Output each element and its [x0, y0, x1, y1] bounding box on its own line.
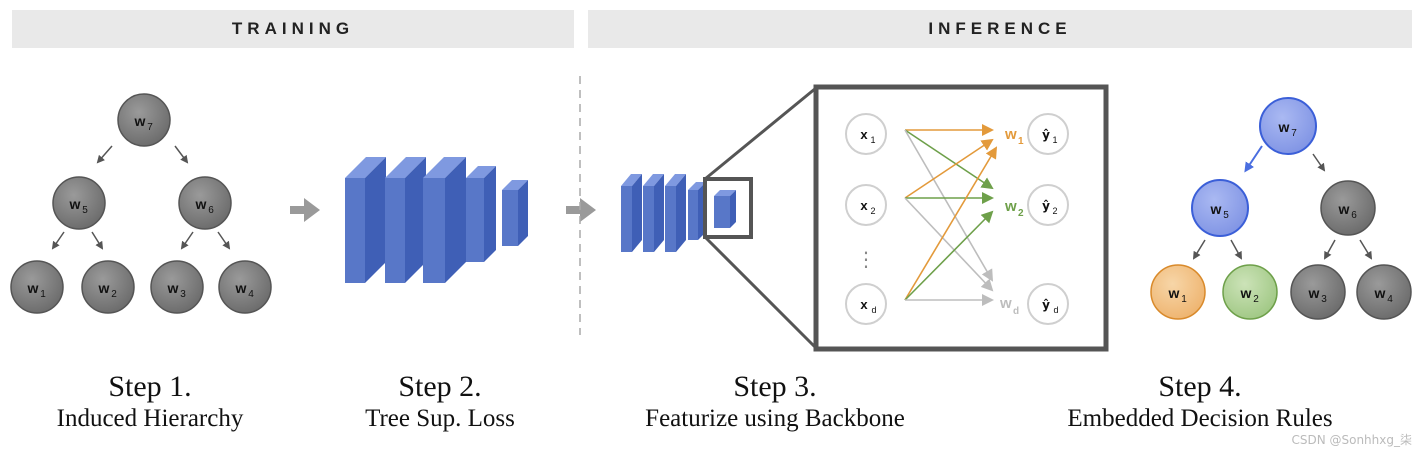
inference-banner: INFERENCE — [588, 10, 1412, 48]
svg-text:6: 6 — [208, 205, 214, 216]
tree-leaf-w4: w 4 — [218, 260, 272, 314]
svg-text:d: d — [871, 305, 876, 315]
step-2-number: Step 2. — [398, 370, 482, 403]
output-node-yd: ŷ d — [1027, 283, 1069, 325]
svg-text:2: 2 — [1253, 294, 1259, 305]
decision-node-w7: w 7 — [1259, 97, 1317, 155]
svg-text:w: w — [1374, 285, 1386, 301]
svg-text:6: 6 — [1351, 210, 1357, 221]
svg-text:4: 4 — [1387, 294, 1393, 305]
svg-text:7: 7 — [147, 122, 153, 133]
svg-text:d: d — [1013, 306, 1019, 317]
step-1-number: Step 1. — [108, 370, 192, 403]
weight-label-wd: w d — [999, 295, 1019, 317]
zoom-highlight-box — [703, 177, 753, 239]
decision-rules-tree: w 7 w 5 w 6 w 1 w 2 w 3 w — [1150, 97, 1412, 320]
svg-text:w: w — [27, 280, 39, 296]
svg-text:d: d — [1053, 305, 1058, 315]
svg-text:x: x — [860, 127, 868, 142]
svg-text:w: w — [1338, 201, 1350, 217]
svg-text:x: x — [860, 198, 868, 213]
step-3-number: Step 3. — [733, 370, 817, 403]
input-feature-xd: x d — [845, 283, 887, 325]
flow-arrow-1 — [290, 198, 320, 222]
svg-text:w: w — [1240, 285, 1252, 301]
decision-leaf-w2: w 2 — [1222, 264, 1278, 320]
backbone-network-small — [621, 174, 736, 252]
step-3-caption: Step 3. Featurize using Backbone — [610, 370, 940, 434]
decision-node-w6: w 6 — [1320, 180, 1376, 236]
svg-text:w: w — [1278, 119, 1290, 135]
svg-text:1: 1 — [40, 289, 46, 300]
svg-text:w: w — [1308, 285, 1320, 301]
decision-leaf-w4: w 4 — [1356, 264, 1412, 320]
svg-text:4: 4 — [248, 289, 254, 300]
svg-text:1: 1 — [1018, 136, 1024, 147]
feature-ellipsis: ⋮ — [856, 247, 876, 271]
svg-text:w: w — [1004, 198, 1017, 215]
feature-connections — [904, 124, 998, 306]
weight-label-w1: w 1 — [1004, 126, 1024, 147]
svg-text:5: 5 — [82, 205, 88, 216]
backbone-network-large — [345, 157, 528, 283]
svg-text:w: w — [1168, 285, 1180, 301]
step-4-caption: Step 4. Embedded Decision Rules — [1030, 370, 1370, 434]
svg-text:w: w — [167, 280, 179, 296]
svg-text:1: 1 — [1052, 135, 1057, 145]
decision-leaf-w3: w 3 — [1290, 264, 1346, 320]
svg-text:2: 2 — [111, 289, 117, 300]
svg-text:w: w — [195, 196, 207, 212]
svg-text:x: x — [860, 297, 868, 312]
step-2-caption: Step 2. Tree Sup. Loss — [320, 370, 560, 434]
svg-text:2: 2 — [1018, 208, 1024, 219]
step-1-description: Induced Hierarchy — [56, 405, 244, 432]
svg-text:w: w — [1004, 126, 1017, 143]
step-4-description: Embedded Decision Rules — [1067, 405, 1333, 432]
svg-text:w: w — [134, 113, 146, 129]
zoom-projection-top — [704, 86, 817, 181]
tree-leaf-w1: w 1 — [10, 260, 64, 314]
svg-text:ŷ: ŷ — [1042, 298, 1050, 312]
tree-leaf-w3: w 3 — [150, 260, 204, 314]
tree-node-w5: w 5 — [52, 176, 106, 230]
svg-text:3: 3 — [1321, 294, 1327, 305]
svg-text:w: w — [69, 196, 81, 212]
svg-text:1: 1 — [870, 135, 875, 145]
step-1-caption: Step 1. Induced Hierarchy — [20, 370, 280, 434]
step-4-number: Step 4. — [1158, 370, 1242, 403]
svg-text:w: w — [1210, 201, 1222, 217]
svg-text:w: w — [999, 295, 1012, 312]
tree-node-w7: w 7 — [117, 93, 171, 147]
input-feature-x2: x 2 — [845, 184, 887, 226]
svg-text:2: 2 — [870, 206, 875, 216]
svg-text:w: w — [235, 280, 247, 296]
decision-leaf-w1: w 1 — [1150, 264, 1206, 320]
weight-label-w2: w 2 — [1004, 198, 1024, 219]
zoom-projection-bottom — [703, 235, 818, 350]
input-feature-x1: x 1 — [845, 113, 887, 155]
svg-text:1: 1 — [1181, 294, 1187, 305]
svg-text:w: w — [98, 280, 110, 296]
tree-node-w6: w 6 — [178, 176, 232, 230]
output-node-y1: ŷ 1 — [1027, 113, 1069, 155]
svg-text:2: 2 — [1052, 206, 1057, 216]
training-banner: TRAINING — [12, 10, 574, 48]
svg-text:ŷ: ŷ — [1042, 199, 1050, 213]
induced-hierarchy-tree: w 7 w 5 w 6 w 1 w 2 w 3 w — [10, 93, 272, 314]
step-3-description: Featurize using Backbone — [645, 405, 905, 432]
flow-arrow-2 — [566, 198, 596, 222]
svg-text:3: 3 — [180, 289, 186, 300]
output-node-y2: ŷ 2 — [1027, 184, 1069, 226]
step-2-description: Tree Sup. Loss — [365, 405, 515, 432]
svg-text:ŷ: ŷ — [1042, 128, 1050, 142]
decision-node-w5: w 5 — [1191, 179, 1249, 237]
svg-text:5: 5 — [1223, 210, 1229, 221]
svg-text:7: 7 — [1291, 128, 1297, 139]
watermark: CSDN @Sonhhxg_柒 — [1291, 433, 1412, 447]
tree-leaf-w2: w 2 — [81, 260, 135, 314]
